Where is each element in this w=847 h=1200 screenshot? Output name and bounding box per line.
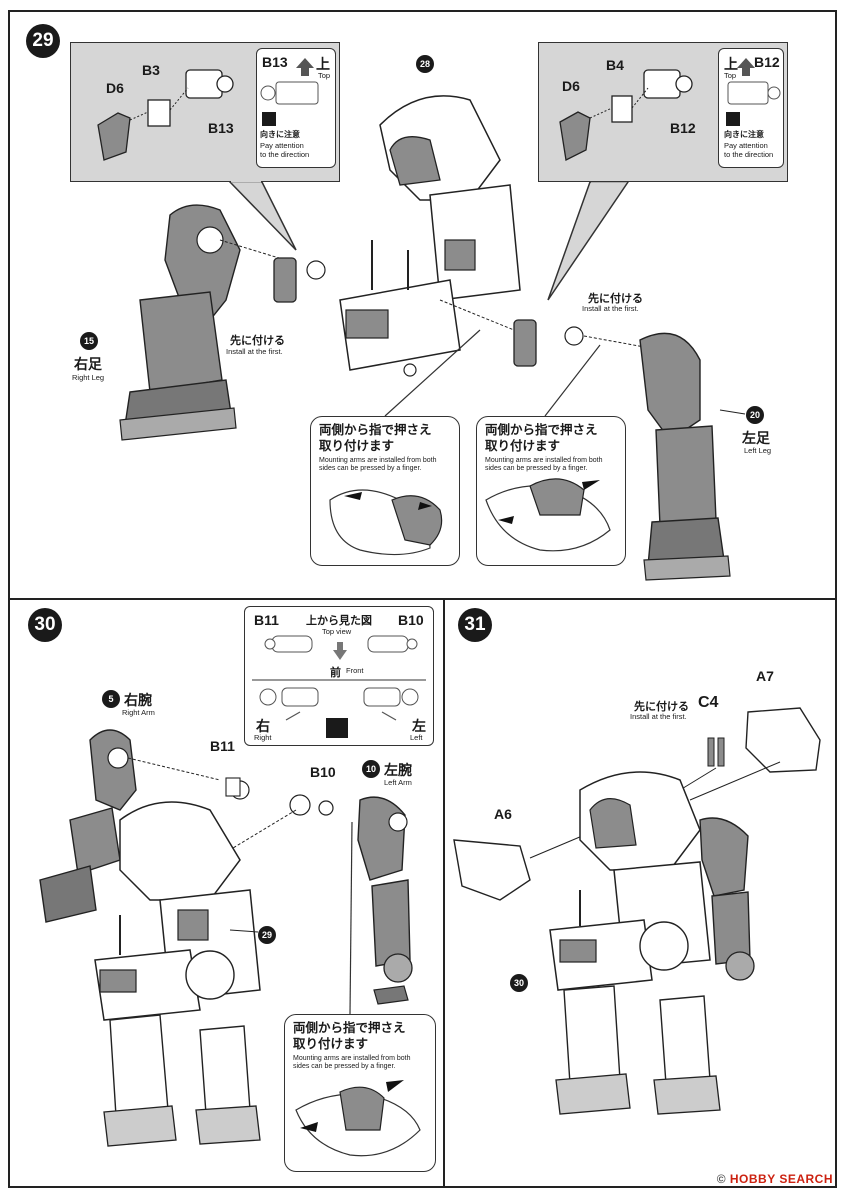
callout-left-jp2: 取り付けます <box>319 438 395 453</box>
install-first-en-31: Install at the first. <box>630 712 687 721</box>
callout-left-en2: sides can be pressed by a finger. <box>319 465 422 473</box>
topview-title-en: Top view <box>322 627 352 636</box>
callout-left-jp1: 両側から指で押さえ <box>319 423 432 437</box>
caution-jp-b13: 向きに注意 <box>260 130 300 139</box>
topview-b10: B10 <box>398 612 424 628</box>
section-divider-vertical <box>443 598 445 1188</box>
right-arm-jp: 右腕 <box>124 692 152 708</box>
watermark-brand: HOBBY SEARCH <box>729 1172 833 1186</box>
topview-left-jp: 左 <box>412 718 426 734</box>
watermark-prefix: © <box>716 1172 727 1186</box>
install-first-jp-right: 先に付ける <box>588 293 643 305</box>
topview-right-en: Right <box>254 733 272 742</box>
topview-left-en: Left <box>410 733 423 742</box>
ref-badge-30: 30 <box>510 974 528 992</box>
info-b13-label: B13 <box>262 54 288 70</box>
ref-badge-28: 28 <box>416 55 434 73</box>
callout-left-en1: Mounting arms are installed from both <box>319 457 437 464</box>
right-arm-en: Right Arm <box>122 708 155 717</box>
info-b12-label: B12 <box>754 54 780 70</box>
part-label-b12: B12 <box>670 120 696 136</box>
part-label-b13: B13 <box>208 120 234 136</box>
part-label-b4: B4 <box>606 57 624 73</box>
left-leg-en: Left Leg <box>744 446 772 455</box>
topview-title-jp: 上から見た図 <box>306 615 372 627</box>
part-label-b3: B3 <box>142 62 160 78</box>
section-divider-horizontal <box>8 598 837 600</box>
ref-badge-15: 15 <box>80 332 98 350</box>
ref-badge-20: 20 <box>746 406 764 424</box>
callout-30-jp1: 両側から指で押さえ <box>293 1021 406 1035</box>
install-first-en-right: Install at the first. <box>582 304 639 313</box>
caution-en1-b12: Pay attention <box>724 141 768 150</box>
ref-badge-5: 5 <box>102 690 120 708</box>
info-box-b13 <box>256 48 336 168</box>
part-label-b10: B10 <box>310 764 336 780</box>
callout-30-en2: sides can be pressed by a finger. <box>293 1063 396 1071</box>
info-b13-up-en: Top <box>318 71 331 80</box>
ref-badge-10: 10 <box>362 760 380 778</box>
callout-30-en1: Mounting arms are installed from both <box>293 1055 411 1062</box>
step-number-30: 30 <box>28 608 62 642</box>
ref-badge-29: 29 <box>258 926 276 944</box>
part-label-c4: C4 <box>698 694 719 711</box>
step-number-31: 31 <box>458 608 492 642</box>
callout-right-jp2: 取り付けます <box>485 438 561 453</box>
info-b13-up-jp: 上 <box>316 56 330 72</box>
callout-right-en2: sides can be pressed by a finger. <box>485 465 588 473</box>
left-leg-jp: 左足 <box>742 430 770 446</box>
left-arm-en: Left Arm <box>384 778 412 787</box>
left-arm-jp: 左腕 <box>384 762 412 778</box>
caution-en1-b13: Pay attention <box>260 141 304 150</box>
topview-b11: B11 <box>254 612 279 628</box>
info-b12-up-en: Top <box>724 71 737 80</box>
part-label-d6: D6 <box>106 80 124 96</box>
watermark: © HOBBY SEARCH <box>717 1172 833 1186</box>
part-label-a6: A6 <box>494 806 512 822</box>
install-first-en-left: Install at the first. <box>226 347 283 356</box>
callout-right-jp1: 両側から指で押さえ <box>485 423 598 437</box>
install-first-jp-31: 先に付ける <box>634 701 689 713</box>
callout-right-en1: Mounting arms are installed from both <box>485 457 603 464</box>
right-leg-jp: 右足 <box>74 356 102 372</box>
topview-front-jp: 前 <box>330 667 341 679</box>
part-label-b11: B11 <box>210 738 235 754</box>
caution-en2-b13: to the direction <box>260 150 310 159</box>
caution-en2-b12: to the direction <box>724 150 774 159</box>
caution-jp-b12: 向きに注意 <box>724 130 764 139</box>
part-label-a7: A7 <box>756 668 774 684</box>
topview-front-en: Front <box>346 666 364 675</box>
part-label-d6-right: D6 <box>562 78 580 94</box>
step-number-29: 29 <box>26 24 60 58</box>
callout-30-jp2: 取り付けます <box>293 1036 369 1051</box>
install-first-jp-left: 先に付ける <box>230 335 285 347</box>
topview-right-jp: 右 <box>256 718 270 734</box>
right-leg-en: Right Leg <box>72 373 105 382</box>
info-b12-up-jp: 上 <box>724 56 738 72</box>
